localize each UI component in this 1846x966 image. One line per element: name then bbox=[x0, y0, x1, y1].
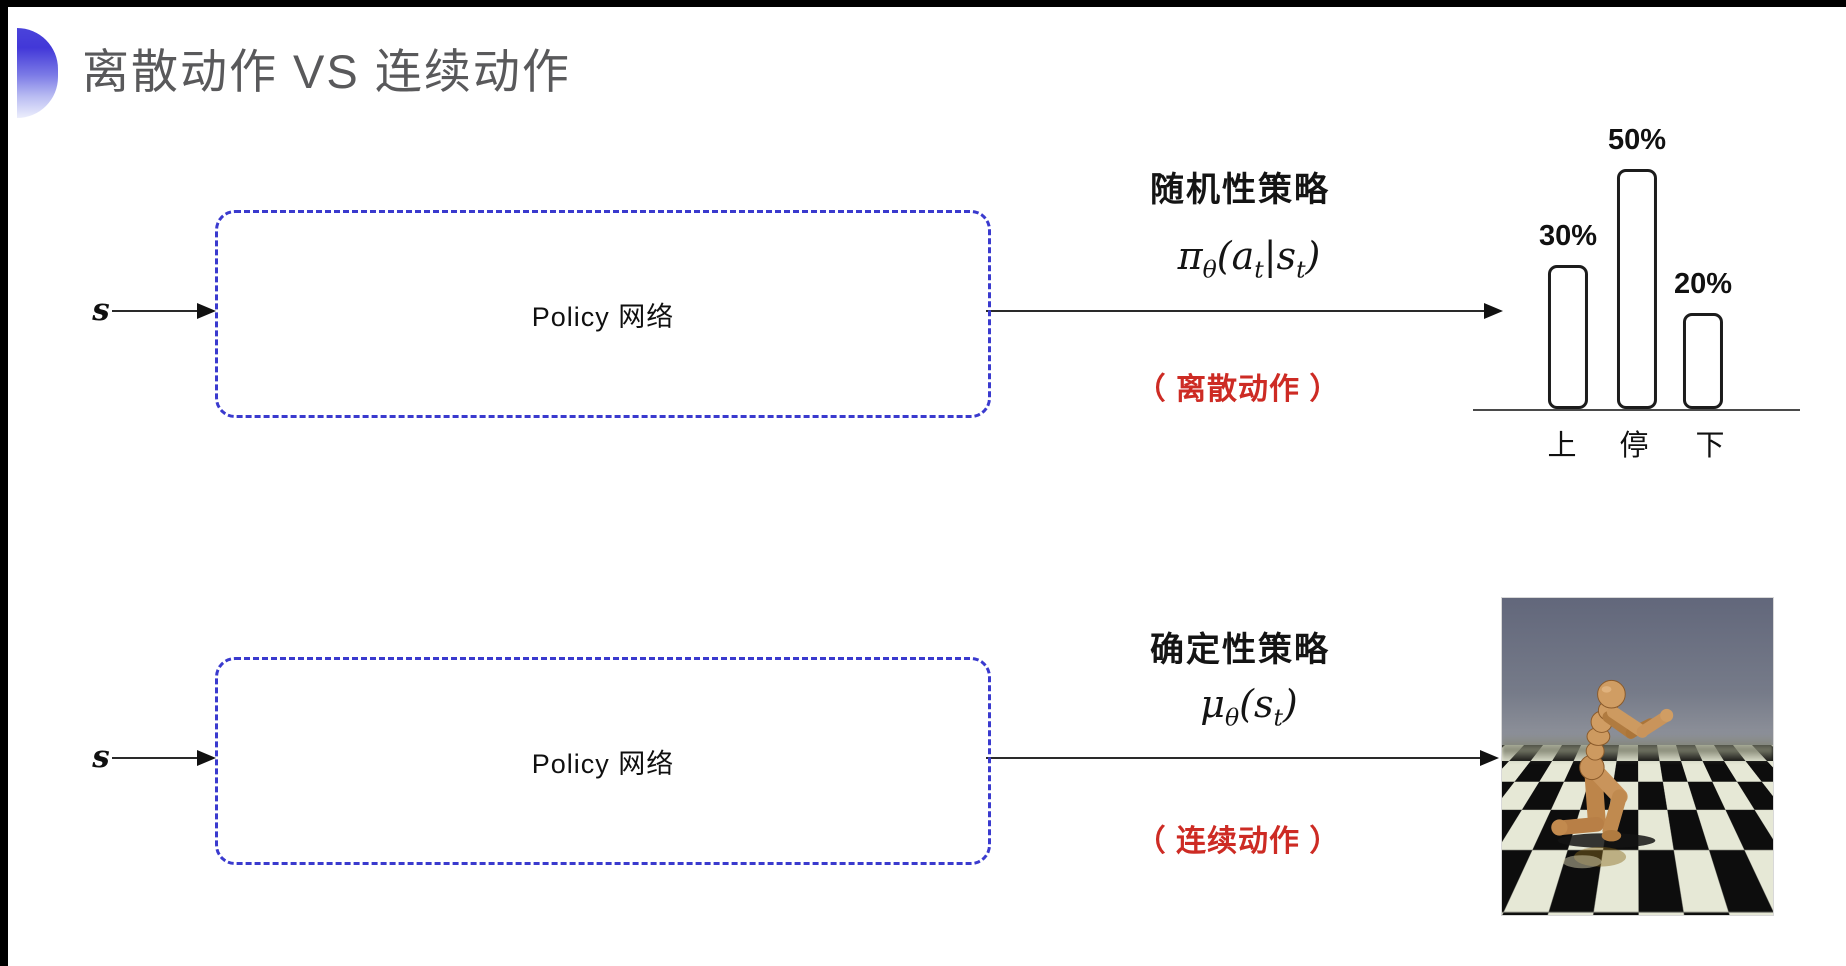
formula1-bar: |s bbox=[1264, 234, 1296, 278]
stochastic-policy-formula: πθ(at|st) bbox=[1089, 234, 1409, 284]
frame-left-bar bbox=[0, 0, 8, 966]
bar-column-up: 30% bbox=[1539, 220, 1597, 409]
formula1-t1: t bbox=[1254, 256, 1263, 284]
formula1-close: ) bbox=[1306, 234, 1321, 278]
stochastic-policy-title: 随机性策略 bbox=[1090, 162, 1390, 211]
slide-bullet-icon bbox=[17, 28, 58, 118]
bar-column-stop: 50% bbox=[1608, 124, 1666, 409]
arrow-head-4 bbox=[1480, 750, 1499, 766]
formula1-theta: θ bbox=[1203, 256, 1217, 284]
action-probability-bar-chart: 30% 50% 20% 上 停 下 bbox=[1473, 100, 1800, 460]
formula1-t2: t bbox=[1296, 256, 1305, 284]
formula2-close: ) bbox=[1283, 682, 1298, 726]
deterministic-policy-title: 确定性策略 bbox=[1090, 622, 1390, 671]
bar-category-down: 下 bbox=[1695, 422, 1724, 464]
bar-category-up: 上 bbox=[1547, 422, 1576, 464]
policy-network-box-1: Policy 网络 bbox=[215, 210, 991, 418]
chart-baseline bbox=[1473, 409, 1800, 411]
formula2-mu: μ bbox=[1200, 682, 1225, 726]
state-input-label-2: s bbox=[86, 739, 116, 775]
arrow-head-3 bbox=[197, 750, 216, 766]
formula1-pi: π bbox=[1178, 234, 1203, 278]
deterministic-policy-formula: μθ(st) bbox=[1089, 682, 1409, 732]
bar-up bbox=[1548, 265, 1588, 409]
bar-category-stop: 停 bbox=[1619, 422, 1648, 464]
formula2-t: t bbox=[1273, 704, 1282, 732]
bar-stop bbox=[1617, 169, 1657, 409]
formula2-open: (s bbox=[1239, 682, 1273, 726]
continuous-action-note: （ 连续动作 ） bbox=[1088, 816, 1388, 860]
discrete-action-note: （ 离散动作 ） bbox=[1088, 364, 1388, 408]
formula1-open: (a bbox=[1217, 234, 1254, 278]
arrow-head-1 bbox=[197, 303, 216, 319]
policy-network-label-1: Policy 网络 bbox=[532, 295, 675, 334]
state-input-label-1: s bbox=[86, 292, 116, 328]
frame-top-bar bbox=[0, 0, 1846, 7]
bar-value-stop: 50% bbox=[1608, 124, 1666, 157]
policy-network-box-2: Policy 网络 bbox=[215, 657, 991, 865]
bar-down bbox=[1683, 313, 1723, 409]
bar-column-down: 20% bbox=[1674, 268, 1732, 409]
formula2-theta: θ bbox=[1225, 704, 1239, 732]
humanoid-robot-figure bbox=[1535, 674, 1698, 871]
slide-title: 离散动作 VS 连续动作 bbox=[82, 46, 571, 98]
bar-value-up: 30% bbox=[1539, 220, 1597, 253]
policy-network-label-2: Policy 网络 bbox=[532, 742, 675, 781]
bar-value-down: 20% bbox=[1674, 268, 1732, 301]
humanoid-simulation-image bbox=[1502, 598, 1773, 915]
